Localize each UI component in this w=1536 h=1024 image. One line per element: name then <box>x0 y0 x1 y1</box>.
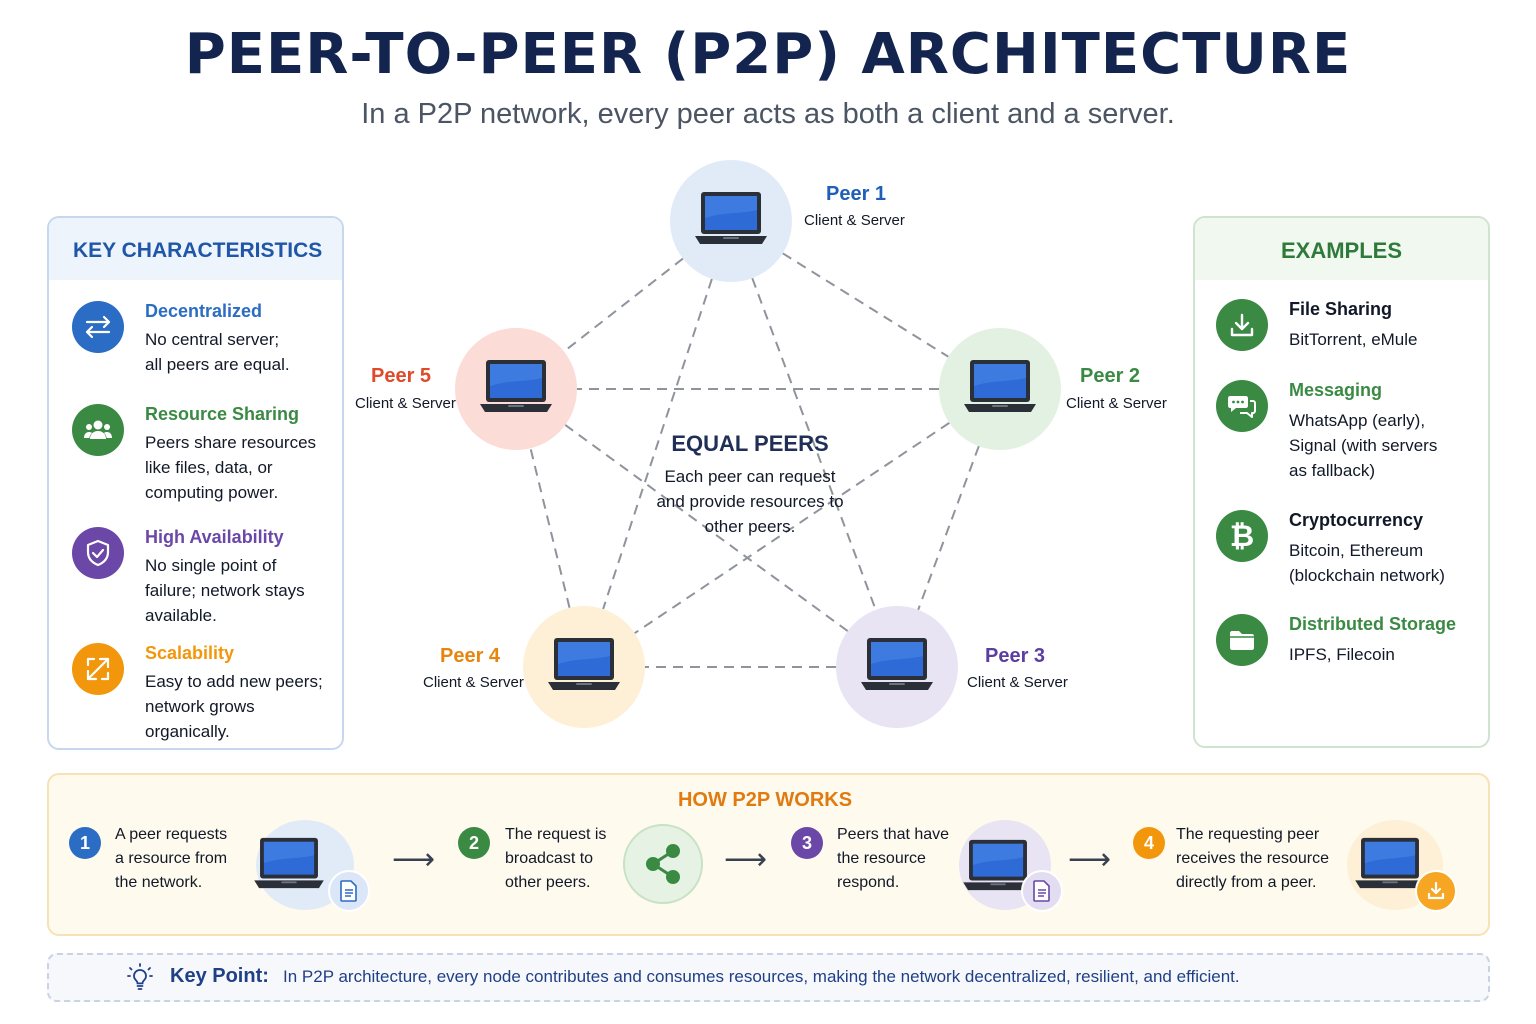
peer-3-role: Client & Server <box>967 674 1068 691</box>
characteristic-title: Scalability <box>145 643 235 663</box>
shield-check-icon <box>72 527 124 579</box>
peer-connection-line <box>751 277 877 611</box>
how-p2p-works-heading: HOW P2P WORKS <box>677 789 853 811</box>
peer-1-role: Client & Server <box>804 212 905 229</box>
chat-bubbles-icon <box>1216 380 1268 432</box>
expand-arrows-icon <box>72 643 124 695</box>
laptop-icon <box>962 358 1038 421</box>
laptop-icon <box>478 358 554 421</box>
step-4-text: The requesting peer receives the resourc… <box>1176 826 1329 891</box>
peer-5-name: Peer 5 <box>371 365 432 387</box>
arrows-exchange-icon <box>72 301 124 353</box>
characteristic-desc: No central server; all peers are equal. <box>145 330 290 374</box>
key-point-label: Key Point: <box>170 965 269 987</box>
peer-2-role: Client & Server <box>1066 395 1167 412</box>
characteristic-title: Resource Sharing <box>145 404 300 424</box>
peer-5-role: Client & Server <box>355 395 456 412</box>
example-title: File Sharing <box>1289 299 1393 319</box>
laptop-document-icon <box>248 820 370 915</box>
bitcoin-icon: ₿ <box>1216 510 1268 562</box>
peer-4-name: Peer 4 <box>440 645 501 667</box>
key-characteristics-heading: KEY CHARACTERISTICS <box>49 218 342 280</box>
peer-2-name: Peer 2 <box>1080 365 1141 387</box>
example-desc: BitTorrent, eMule <box>1289 330 1418 349</box>
characteristic-title: Decentralized <box>145 301 263 321</box>
peer-connection-line <box>917 445 980 611</box>
laptop-icon <box>546 636 622 699</box>
characteristic-desc: Peers share resources like files, data, … <box>145 433 317 502</box>
download-icon <box>1216 299 1268 351</box>
laptop-icon <box>859 636 935 699</box>
peer-connection-line <box>782 252 949 358</box>
arrow-right-icon: ⟶ <box>724 843 768 876</box>
step-1-text: A peer requests a resource from the netw… <box>115 826 228 891</box>
step-3-text: Peers that have the resource respond. <box>837 826 950 891</box>
example-desc: Bitcoin, Ethereum (blockchain network) <box>1289 541 1445 585</box>
lightbulb-icon <box>126 962 154 997</box>
peer-connection-line <box>529 448 571 608</box>
examples-heading: EXAMPLES <box>1195 218 1488 280</box>
step-2-text: The request is broadcast to other peers. <box>505 826 607 891</box>
step-2-number: 2 <box>458 827 490 859</box>
key-point-banner <box>47 953 1490 1002</box>
peer-connection-line <box>634 422 950 634</box>
example-title: Cryptocurrency <box>1289 510 1424 530</box>
example-desc: WhatsApp (early), Signal (with servers a… <box>1289 411 1438 480</box>
step-4-number: 4 <box>1133 827 1165 859</box>
example-title: Messaging <box>1289 380 1383 400</box>
characteristic-title: High Availability <box>145 527 284 547</box>
page-subtitle: In a P2P network, every peer acts as bot… <box>361 98 1175 130</box>
key-point-text: In P2P architecture, every node contribu… <box>283 967 1240 986</box>
laptop-document-icon <box>955 820 1075 915</box>
folder-icon <box>1216 614 1268 666</box>
example-desc: IPFS, Filecoin <box>1289 645 1395 664</box>
step-1-number: 1 <box>69 827 101 859</box>
equal-peers-title: EQUAL PEERS <box>671 431 829 456</box>
step-3-number: 3 <box>791 827 823 859</box>
arrow-right-icon: ⟶ <box>392 843 436 876</box>
page-title: PEER-TO-PEER (P2P) ARCHITECTURE <box>184 22 1352 87</box>
characteristic-desc: Easy to add new peers; network grows org… <box>145 672 323 741</box>
peer-3-name: Peer 3 <box>985 645 1046 667</box>
peer-connection-line <box>563 257 684 353</box>
equal-peers-desc: Each peer can request and provide resour… <box>656 467 844 536</box>
characteristic-desc: No single point of failure; network stay… <box>145 556 305 625</box>
arrow-right-icon: ⟶ <box>1068 843 1112 876</box>
peer-connection-line <box>602 278 713 610</box>
peer-4-role: Client & Server <box>423 674 524 691</box>
laptop-download-icon <box>1345 820 1465 915</box>
laptop-icon <box>693 190 769 253</box>
peer-1-name: Peer 1 <box>826 183 887 205</box>
peer-connection-line <box>564 424 849 632</box>
example-title: Distributed Storage <box>1289 614 1457 634</box>
share-icon <box>623 824 703 904</box>
users-group-icon <box>72 404 124 456</box>
